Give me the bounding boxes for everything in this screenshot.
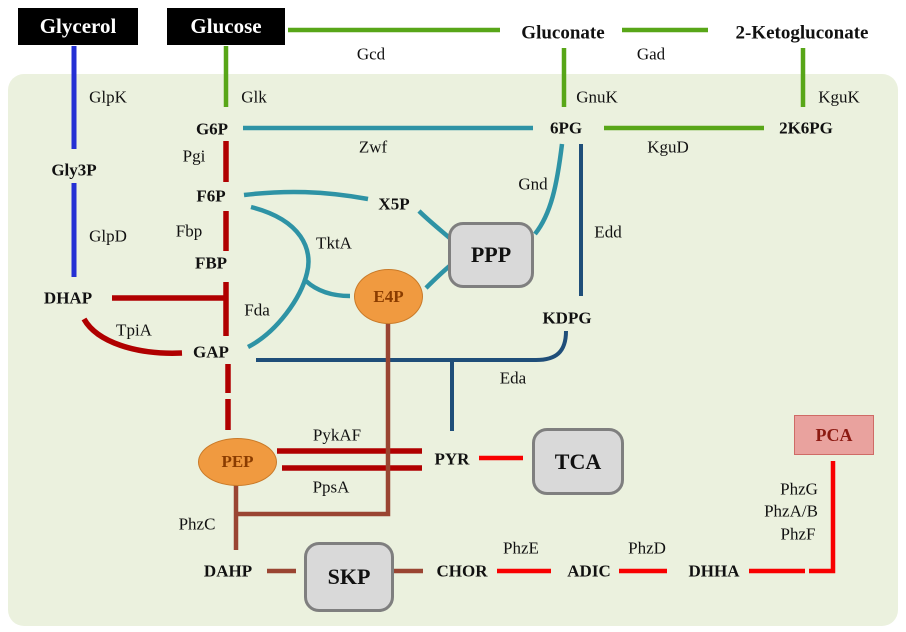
metabolite-dhha: DHHA (688, 561, 740, 581)
enzyme-label-phze: PhzE (503, 538, 539, 558)
enzyme-label-edd: Edd (594, 222, 622, 242)
metabolite-gap: GAP (193, 342, 229, 362)
metabolite-pyr: PYR (434, 449, 470, 469)
enzyme-label-phzd: PhzD (628, 538, 666, 558)
metabolite-6pg: 6PG (549, 118, 583, 138)
metabolite-gluconate: Gluconate (521, 22, 605, 44)
enzyme-label-eda: Eda (499, 368, 527, 388)
source-glycerol: Glycerol (18, 8, 138, 45)
enzyme-label-kgud: KguD (647, 137, 689, 157)
enzyme-label-phzg: PhzG (780, 479, 818, 499)
metabolite-2-ketogluconate: 2-Ketogluconate (735, 22, 869, 44)
hub-tca: TCA (532, 428, 624, 495)
enzyme-label-fbp: Fbp (175, 221, 203, 241)
enzyme-label-phzc: PhzC (178, 514, 216, 534)
metabolite-x5p: X5P (378, 194, 410, 214)
enzyme-label-pykaf: PykAF (312, 425, 362, 445)
enzyme-label-glpd: GlpD (89, 226, 127, 246)
metabolite-chor: CHOR (436, 561, 488, 581)
metabolite-dahp: DAHP (203, 561, 253, 581)
enzyme-label-gnd: Gnd (518, 174, 548, 194)
hub-ppp: PPP (448, 222, 534, 288)
enzyme-label-zwf: Zwf (358, 137, 388, 157)
diagram-panel (8, 74, 898, 626)
metabolite-dhap: DHAP (43, 288, 93, 308)
enzyme-label-ppsa: PpsA (312, 477, 350, 497)
enzyme-label-phzf: PhzF (780, 524, 816, 544)
enzyme-label-tpia: TpiA (116, 320, 152, 340)
enzyme-label-glk: Glk (241, 87, 267, 107)
metabolite-gly3p: Gly3P (51, 160, 97, 180)
source-glucose: Glucose (167, 8, 285, 45)
enzyme-label-kguk: KguK (818, 87, 860, 107)
enzyme-label-phzab: PhzA/B (764, 501, 818, 521)
metabolite-2k6pg: 2K6PG (779, 118, 833, 138)
metabolite-adic: ADIC (567, 561, 611, 581)
metabolite-f6p: F6P (196, 186, 226, 206)
hub-skp: SKP (304, 542, 394, 612)
metabolite-g6p: G6P (195, 119, 229, 139)
metabolite-fbp: FBP (194, 253, 228, 273)
product-pca: PCA (794, 415, 874, 455)
enzyme-label-gcd: Gcd (356, 44, 386, 64)
enzyme-label-fda: Fda (244, 300, 270, 320)
enzyme-label-tkta: TktA (316, 233, 352, 253)
metabolite-e4p-node: E4P (354, 269, 423, 324)
metabolite-pep-node: PEP (198, 438, 277, 486)
metabolite-kdpg: KDPG (542, 308, 592, 328)
enzyme-label-glpk: GlpK (89, 87, 127, 107)
enzyme-label-gnuk: GnuK (576, 87, 618, 107)
enzyme-label-gad: Gad (636, 44, 666, 64)
enzyme-label-pgi: Pgi (182, 146, 206, 166)
